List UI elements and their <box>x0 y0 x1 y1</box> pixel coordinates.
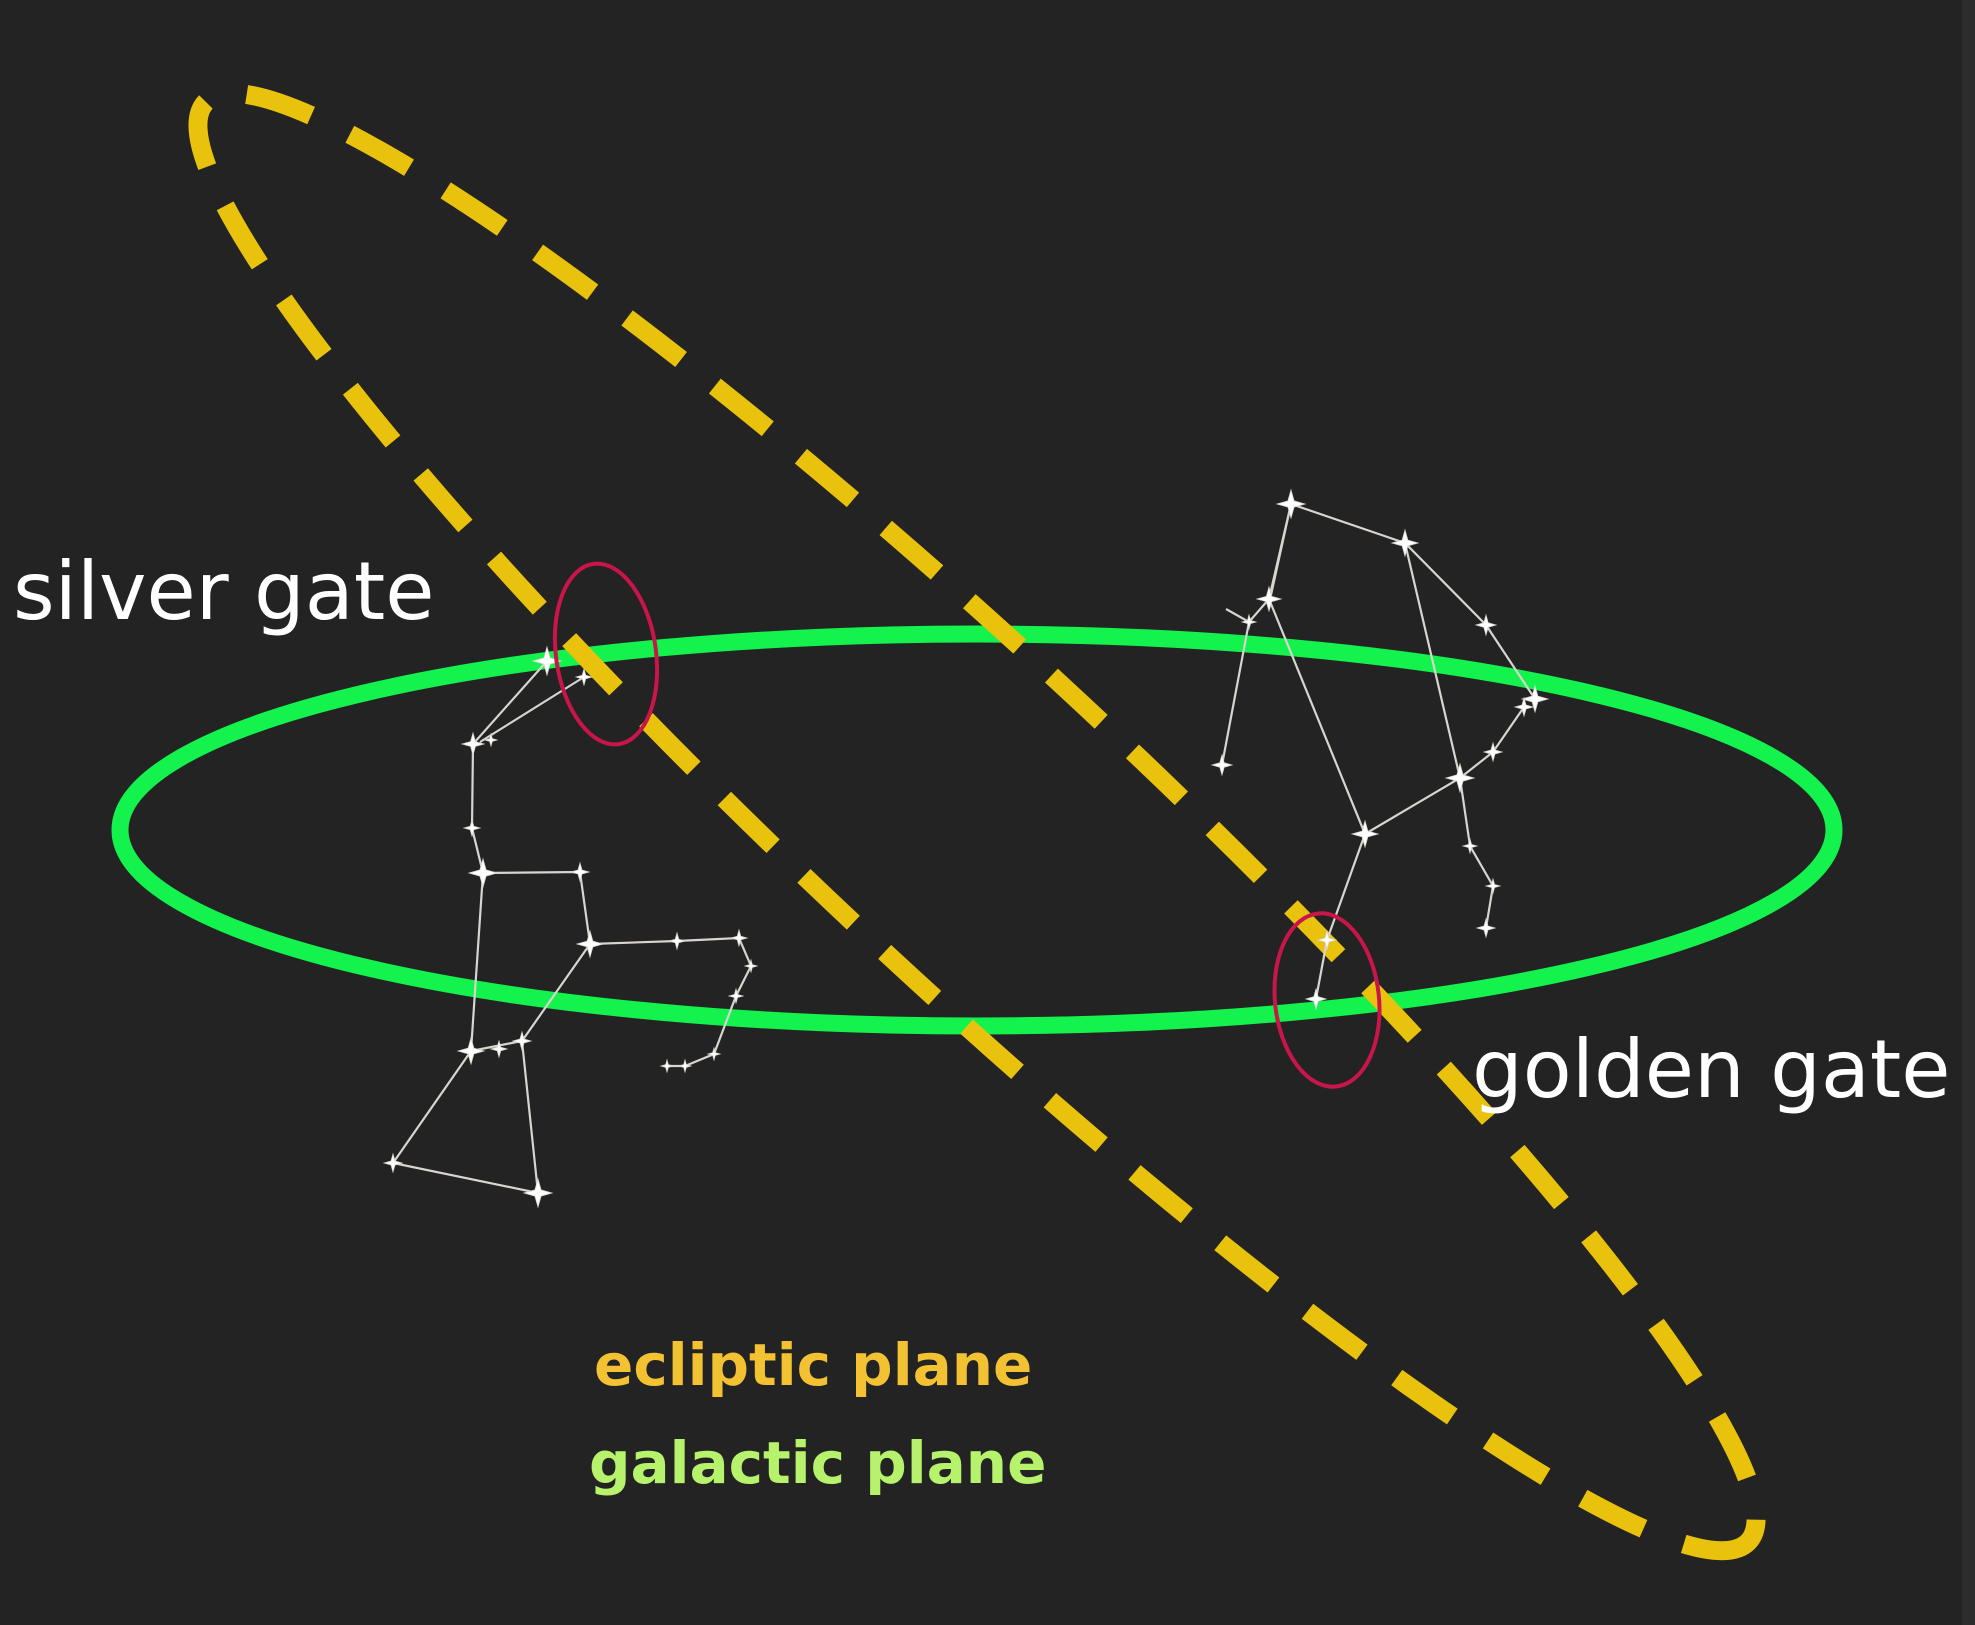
star-icon <box>522 1177 554 1209</box>
right-edge-strip <box>1962 0 1975 1625</box>
star-icon <box>467 857 499 889</box>
star-icon <box>727 987 745 1005</box>
ecliptic-plane-ellipse <box>188 83 1766 1561</box>
star-icon <box>729 928 749 948</box>
star-icon <box>1240 613 1258 631</box>
golden-gate-marker <box>1272 911 1382 1089</box>
star-icon <box>575 929 605 959</box>
legend-ecliptic-plane: ecliptic plane <box>594 1331 1033 1399</box>
star-icon <box>706 1046 722 1062</box>
star-icon <box>1210 753 1234 777</box>
star-icon <box>462 818 482 838</box>
star-icon <box>1444 762 1476 794</box>
star-icon <box>574 667 594 687</box>
star-icon <box>1513 696 1535 718</box>
star-icon <box>1520 684 1550 714</box>
golden-gate-label: golden gate <box>1472 1023 1951 1116</box>
silver-gate-marker <box>552 561 660 747</box>
star-icon <box>1482 741 1504 763</box>
star-icon <box>1461 837 1479 855</box>
star-icon <box>569 861 591 883</box>
star-icon <box>1316 929 1338 951</box>
star-icon <box>667 931 687 951</box>
star-icon <box>1275 488 1307 520</box>
star-icon <box>659 1058 675 1074</box>
star-icon <box>483 732 499 748</box>
star-icon <box>382 1152 404 1174</box>
stars <box>382 488 1550 1209</box>
star-icon <box>531 645 563 677</box>
legend-galactic-plane: galactic plane <box>589 1429 1047 1497</box>
star-icon <box>1390 528 1420 558</box>
star-icon <box>1484 877 1502 895</box>
star-icon <box>456 1036 486 1066</box>
galactic-plane-ellipse <box>111 625 1843 1035</box>
star-icon <box>677 1058 693 1074</box>
star-icon <box>511 1030 533 1052</box>
star-icon <box>1255 585 1283 613</box>
star-icon <box>1474 613 1498 637</box>
star-icon <box>489 1039 509 1059</box>
star-icon <box>1304 987 1328 1011</box>
star-icon <box>1475 917 1497 939</box>
star-icon <box>1350 819 1380 849</box>
silver-gate-label: silver gate <box>13 545 435 638</box>
star-icon <box>743 958 759 974</box>
left-constellation <box>391 660 753 1195</box>
star-icon <box>460 731 486 757</box>
